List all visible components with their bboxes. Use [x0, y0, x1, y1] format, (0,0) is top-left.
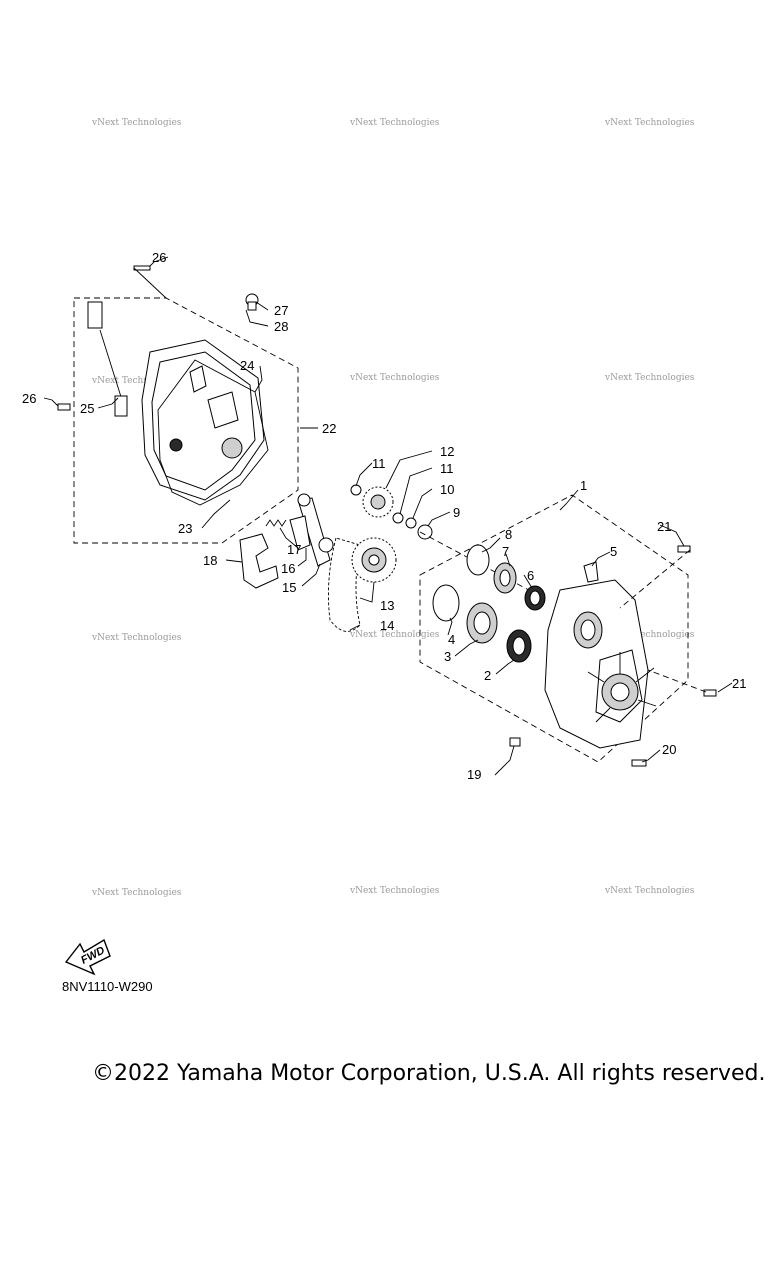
- cover-gasket: [157, 359, 269, 506]
- case-assembly-box: [419, 494, 689, 763]
- chain-guide: [239, 533, 279, 589]
- watermark: vNext Technologies: [604, 118, 695, 128]
- lower-sprocket: [351, 537, 397, 583]
- callout-8: 8: [505, 527, 512, 542]
- callout-15: 15: [282, 580, 296, 595]
- diagram-code: 8NV1110-W290: [62, 979, 153, 994]
- upper-sprocket: [362, 486, 394, 518]
- watermark: vNext Technologies: [91, 118, 182, 128]
- breather-fitting: [583, 561, 599, 583]
- leader-lines-middle: [225, 450, 541, 631]
- callout-16: 16: [281, 561, 295, 576]
- watermark: vNext Technologies: [91, 888, 182, 898]
- watermark: vNext Technologies: [604, 373, 695, 383]
- callout-19: 19: [467, 767, 481, 782]
- watermark: vNext Technologies: [91, 376, 182, 386]
- chaincase-cover: [141, 339, 265, 501]
- callout-5: 5: [610, 544, 617, 559]
- callout-21a: 21: [657, 519, 671, 534]
- callout-22: 22: [322, 421, 336, 436]
- chaincase: [544, 579, 657, 749]
- callout-20: 20: [662, 742, 676, 757]
- callout-26a: 26: [152, 250, 166, 265]
- callout-21b: 21: [732, 676, 746, 691]
- callout-11a: 11: [372, 456, 386, 471]
- bearings-and-seals: [432, 544, 546, 663]
- callout-25: 25: [80, 401, 94, 416]
- watermark: vNext Technologies: [91, 633, 182, 643]
- callout-18: 18: [203, 553, 217, 568]
- callout-1: 1: [580, 478, 587, 493]
- tensioner-spring: [265, 519, 287, 527]
- callout-7: 7: [502, 544, 509, 559]
- callout-28: 28: [274, 319, 288, 334]
- watermarks: vNext Technologies vNext Technologies vN…: [91, 118, 695, 898]
- callout-27: 27: [274, 303, 288, 318]
- callout-26b: 26: [22, 391, 36, 406]
- callout-9: 9: [453, 505, 460, 520]
- callout-4: 4: [448, 632, 455, 647]
- callout-14: 14: [380, 618, 394, 633]
- leader-lines-right: [447, 489, 733, 776]
- snap-rings-and-washers: [350, 484, 433, 540]
- callout-23: 23: [178, 521, 192, 536]
- callout-10: 10: [440, 482, 454, 497]
- watermark: vNext Technologies: [349, 886, 440, 896]
- watermark: vNext Technologies: [604, 886, 695, 896]
- watermark: vNext Technologies: [349, 118, 440, 128]
- chain: [327, 537, 361, 632]
- callout-3: 3: [444, 649, 451, 664]
- watermark: vNext Technologies: [349, 630, 440, 640]
- callout-6: 6: [527, 568, 534, 583]
- tensioner-rod: [87, 301, 128, 417]
- watermark: vNext Technologies: [604, 630, 695, 640]
- callout-13: 13: [380, 598, 394, 613]
- fwd-arrow-icon: FWD: [64, 938, 111, 976]
- callout-17: 17: [287, 542, 301, 557]
- cover-bolts: [57, 265, 151, 411]
- callout-24: 24: [240, 358, 254, 373]
- tensioner-arm: [289, 493, 334, 567]
- callout-2: 2: [484, 668, 491, 683]
- callouts: 1 2 3 4 5 6 7 8 9 10 11 11 12 13 14 15 1…: [22, 250, 746, 782]
- leader-lines-cover: [43, 256, 318, 529]
- plug-and-oring: [245, 293, 259, 311]
- watermark: vNext Technologies: [349, 373, 440, 383]
- callout-11b: 11: [440, 461, 454, 476]
- copyright-notice: ©2022 Yamaha Motor Corporation, U.S.A. A…: [92, 1061, 766, 1086]
- callout-12: 12: [440, 444, 454, 459]
